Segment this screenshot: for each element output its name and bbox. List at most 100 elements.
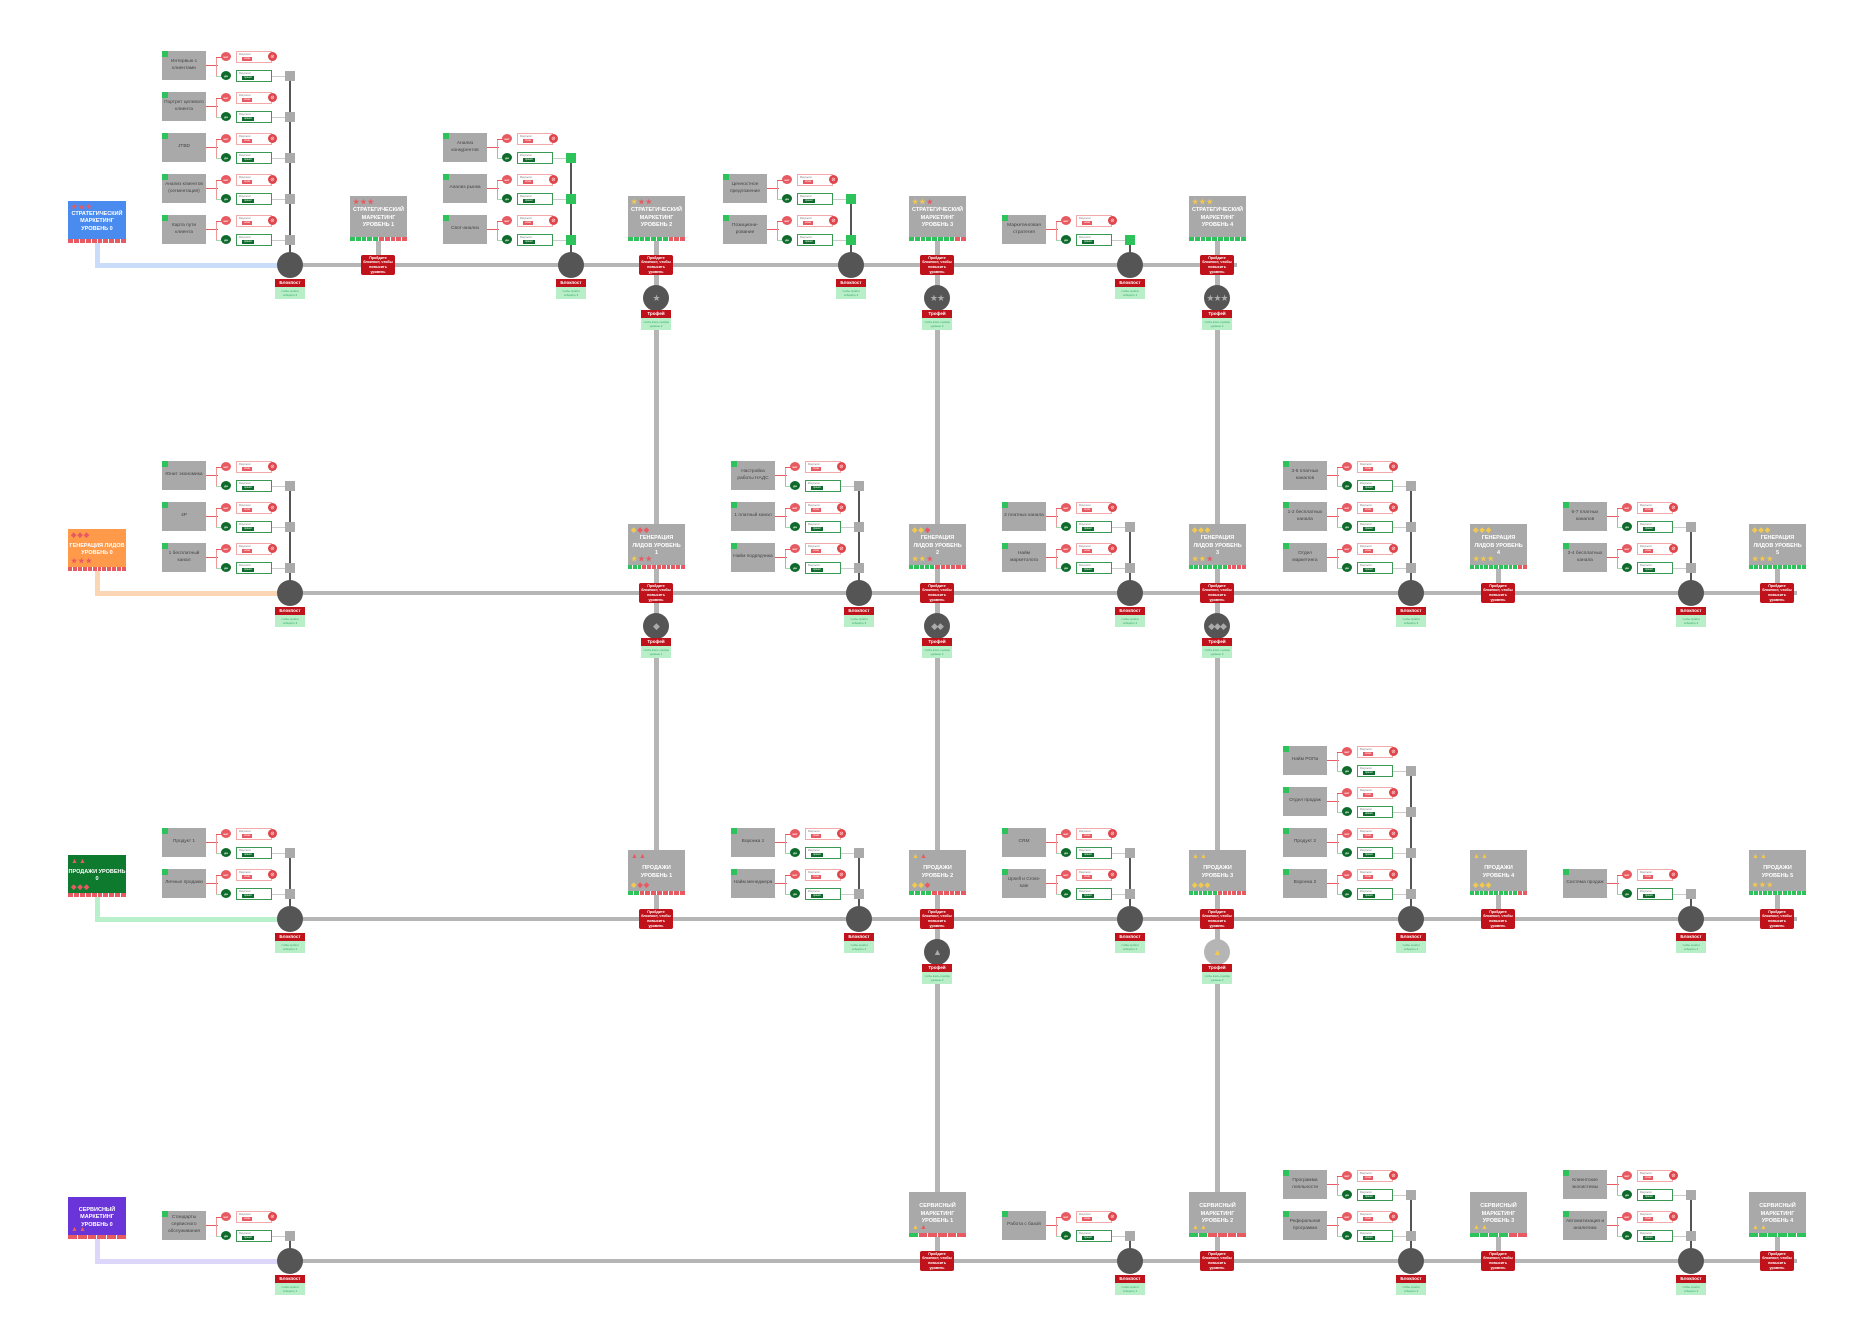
yes-button[interactable]: да xyxy=(221,889,231,898)
task-item[interactable]: Продукт 2 xyxy=(1283,828,1327,857)
task-item[interactable]: 1-2 бесплатных канала xyxy=(1283,502,1327,531)
task-item[interactable]: Система продаж xyxy=(1563,869,1607,898)
yes-button[interactable]: да xyxy=(1342,766,1352,775)
task-checkbox[interactable] xyxy=(1283,461,1289,467)
reject-icon[interactable]: ⊘ xyxy=(268,175,277,184)
no-button[interactable]: нет xyxy=(1342,544,1352,553)
task-checkbox[interactable] xyxy=(162,215,168,221)
yes-button[interactable]: да xyxy=(1342,563,1352,572)
task-checkbox[interactable] xyxy=(162,543,168,549)
no-button[interactable]: нет xyxy=(790,544,800,553)
no-button[interactable]: нет xyxy=(221,462,231,471)
task-checkbox[interactable] xyxy=(1563,502,1569,508)
yes-button[interactable]: да xyxy=(221,848,231,857)
trophy-icon[interactable]: ★ xyxy=(643,285,669,311)
task-checkbox[interactable] xyxy=(1283,543,1289,549)
blockpost-icon[interactable] xyxy=(277,1248,303,1274)
task-checkbox[interactable] xyxy=(162,51,168,57)
reject-icon[interactable]: ⊘ xyxy=(1389,1171,1398,1180)
blockpost-icon[interactable] xyxy=(1678,906,1704,932)
level-box-strategic-2[interactable]: СТРАТЕГИЧЕСКИЙ МАРКЕТИНГ УРОВЕНЬ 2★★★ xyxy=(628,196,685,241)
reject-icon[interactable]: ⊘ xyxy=(1108,544,1117,553)
no-button[interactable]: нет xyxy=(1061,216,1071,225)
reject-icon[interactable]: ⊘ xyxy=(837,503,846,512)
no-button[interactable]: нет xyxy=(1061,829,1071,838)
level-box-sales-3[interactable]: ПРОДАЖИ УРОВЕНЬ 3▲▲◆◆◆ xyxy=(1189,850,1246,895)
no-button[interactable]: нет xyxy=(221,216,231,225)
reject-icon[interactable]: ⊘ xyxy=(1669,870,1678,879)
task-item[interactable]: Реферальная программа xyxy=(1283,1211,1327,1240)
task-item[interactable]: Личные продажи xyxy=(162,869,206,898)
task-checkbox[interactable] xyxy=(162,133,168,139)
reject-icon[interactable]: ⊘ xyxy=(268,544,277,553)
blockpost-icon[interactable] xyxy=(1678,1248,1704,1274)
yes-button[interactable]: да xyxy=(1342,481,1352,490)
reject-icon[interactable]: ⊘ xyxy=(1669,1212,1678,1221)
reject-icon[interactable]: ⊘ xyxy=(268,134,277,143)
task-checkbox[interactable] xyxy=(1563,1170,1569,1176)
yes-button[interactable]: да xyxy=(221,235,231,244)
blockpost-icon[interactable] xyxy=(558,252,584,278)
no-button[interactable]: нет xyxy=(790,462,800,471)
pass-level-badge[interactable]: Пройдите блокпост, чтобы повысить уровен… xyxy=(920,1251,954,1271)
blockpost-icon[interactable] xyxy=(277,580,303,606)
reject-icon[interactable]: ⊘ xyxy=(1669,503,1678,512)
task-item[interactable]: Интервью с клиентами xyxy=(162,51,206,80)
no-button[interactable]: нет xyxy=(782,175,792,184)
blockpost-icon[interactable] xyxy=(846,906,872,932)
pass-level-badge[interactable]: Пройдите блокпост, чтобы повысить уровен… xyxy=(361,255,395,275)
task-item[interactable]: Анализ конкурентов xyxy=(443,133,487,162)
blockpost-icon[interactable] xyxy=(1678,580,1704,606)
task-checkbox[interactable] xyxy=(1283,746,1289,752)
level-box-sales-4[interactable]: ПРОДАЖИ УРОВЕНЬ 4▲▲◆◆◆ xyxy=(1470,850,1527,895)
start-box-strategic[interactable]: СТРАТЕГИЧЕСКИЙ МАРКЕТИНГ УРОВЕНЬ 0★★★ xyxy=(68,201,127,243)
no-button[interactable]: нет xyxy=(790,870,800,879)
task-checkbox[interactable] xyxy=(162,92,168,98)
yes-button[interactable]: да xyxy=(1342,889,1352,898)
blockpost-icon[interactable] xyxy=(846,580,872,606)
blockpost-icon[interactable] xyxy=(277,906,303,932)
reject-icon[interactable]: ⊘ xyxy=(837,544,846,553)
no-button[interactable]: нет xyxy=(782,216,792,225)
no-button[interactable]: нет xyxy=(221,1212,231,1221)
no-button[interactable]: нет xyxy=(221,870,231,879)
task-item[interactable]: Автоматизация и аналитика xyxy=(1563,1211,1607,1240)
yes-button[interactable]: да xyxy=(221,1231,231,1240)
no-button[interactable]: нет xyxy=(1061,870,1071,879)
level-box-sales-2[interactable]: ПРОДАЖИ УРОВЕНЬ 2▲▲◆◆◆ xyxy=(909,850,966,895)
task-item[interactable]: 6-7 платных каналов xyxy=(1563,502,1607,531)
pass-level-badge[interactable]: Пройдите блокпост, чтобы повысить уровен… xyxy=(639,255,673,275)
pass-level-badge[interactable]: Пройдите блокпост, чтобы повысить уровен… xyxy=(1760,1251,1794,1271)
level-box-sales-5[interactable]: ПРОДАЖИ УРОВЕНЬ 5▲▲★★★ xyxy=(1749,850,1806,895)
level-box-strategic-3[interactable]: СТРАТЕГИЧЕСКИЙ МАРКЕТИНГ УРОВЕНЬ 3★★★ xyxy=(909,196,966,241)
reject-icon[interactable]: ⊘ xyxy=(268,52,277,61)
task-item[interactable]: Свот-анализ xyxy=(443,215,487,244)
reject-icon[interactable]: ⊘ xyxy=(1669,1171,1678,1180)
pass-level-badge[interactable]: Пройдите блокпост, чтобы повысить уровен… xyxy=(639,583,673,603)
trophy-icon[interactable]: ◆ xyxy=(643,613,669,639)
task-checkbox[interactable] xyxy=(723,215,729,221)
